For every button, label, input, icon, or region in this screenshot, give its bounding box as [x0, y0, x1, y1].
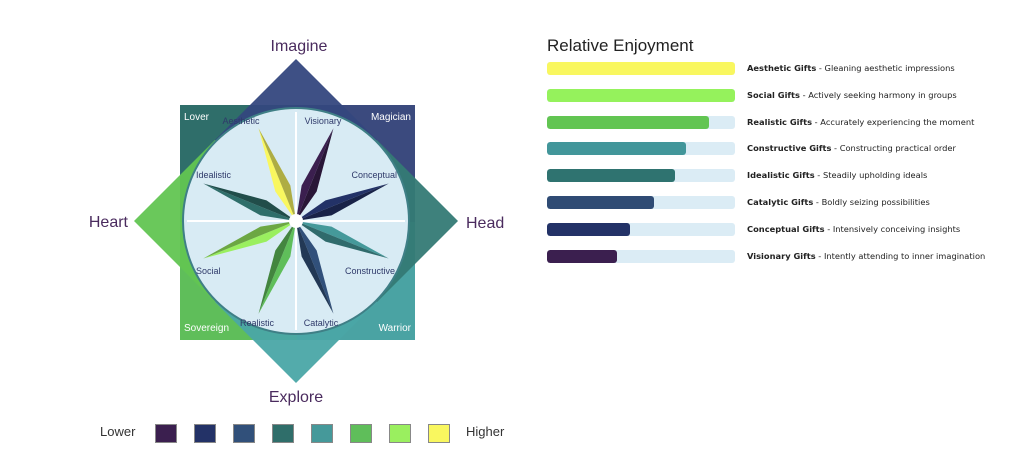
enjoyment-bar-track — [547, 88, 735, 102]
enjoyment-label: Realistic Gifts - Accurately experiencin… — [747, 116, 974, 129]
legend-swatch — [311, 424, 333, 443]
spike-constructive — [296, 221, 389, 259]
gift-description: - Steadily upholding ideals — [814, 170, 928, 181]
spike-catalytic — [296, 221, 334, 314]
direction-head: Head — [466, 215, 504, 232]
enjoyment-bar-fill — [547, 169, 675, 183]
enjoyment-bar-track — [547, 169, 735, 183]
quadrant-warrior: Warrior — [379, 323, 412, 334]
legend-swatch — [233, 424, 255, 443]
gift-name: Social Gifts — [747, 89, 800, 100]
legend-higher-label: Higher — [466, 424, 505, 439]
gift-description: - Boldly seizing possibilities — [813, 197, 930, 207]
enjoyment-label: Social Gifts - Actively seeking harmony … — [747, 89, 957, 102]
legend-swatch — [194, 424, 216, 443]
gift-name: Visionary Gifts — [747, 250, 816, 261]
gift-label-realistic: Realistic — [240, 318, 275, 328]
gift-description: - Gleaning aesthetic impressions — [816, 63, 955, 73]
quadrant-sovereign: Sovereign — [184, 323, 229, 334]
gift-description: - Intensively conceiving insights — [824, 223, 961, 234]
gift-description: - Intently attending to inner imaginatio… — [815, 250, 986, 261]
direction-heart: Heart — [89, 214, 129, 231]
spike-idealistic — [203, 183, 296, 221]
gift-description: - Accurately experiencing the moment — [812, 116, 975, 127]
enjoyment-bar-fill — [547, 222, 630, 236]
gift-label-aesthetic: Aesthetic — [222, 116, 260, 126]
enjoyment-bar-fill — [547, 62, 735, 75]
gift-label-social: Social — [196, 266, 221, 276]
enjoyment-bar-fill — [547, 196, 655, 209]
enjoyment-label: Idealistic Gifts - Steadily upholding id… — [747, 169, 927, 182]
enjoyment-bar-fill — [547, 88, 735, 102]
enjoyment-label: Conceptual Gifts - Intensively conceivin… — [747, 223, 960, 236]
gift-description: - Constructing practical order — [831, 143, 956, 154]
gift-name: Idealistic Gifts — [747, 170, 815, 181]
enjoyment-bar-track — [547, 62, 735, 75]
enjoyment-bar-track — [547, 249, 735, 263]
gift-name: Constructive Gifts — [747, 143, 832, 154]
enjoyment-label: Catalytic Gifts - Boldly seizing possibi… — [747, 196, 930, 209]
gift-name: Realistic Gifts — [747, 116, 813, 127]
enjoyment-bar-track — [547, 196, 735, 209]
spike-realistic — [258, 221, 296, 314]
enjoyment-label: Aesthetic Gifts - Gleaning aesthetic imp… — [747, 62, 955, 75]
spike-visionary — [296, 128, 334, 221]
spike-conceptual — [296, 183, 389, 221]
gift-name: Aesthetic Gifts — [747, 63, 817, 73]
direction-explore: Explore — [269, 389, 323, 406]
enjoyment-bar-fill — [547, 115, 709, 129]
legend-swatch — [350, 424, 372, 443]
enjoyment-bar-fill — [547, 249, 617, 263]
quadrant-lover: Lover — [184, 112, 210, 123]
legend-swatch — [155, 424, 177, 443]
spike-aesthetic — [258, 128, 296, 221]
gift-name: Catalytic Gifts — [747, 197, 814, 207]
gift-name: Conceptual Gifts — [747, 223, 825, 234]
center-dot — [289, 214, 303, 228]
relative-enjoyment-title: Relative Enjoyment — [547, 36, 694, 55]
enjoyment-bar-track — [547, 222, 735, 236]
gift-label-catalytic: Catalytic — [304, 318, 339, 328]
quadrant-magician: Magician — [371, 112, 411, 123]
enjoyment-bar-track — [547, 142, 735, 156]
legend-lower-label: Lower — [100, 424, 136, 439]
legend-swatch — [272, 424, 294, 443]
enjoyment-label: Constructive Gifts - Constructing practi… — [747, 142, 956, 155]
enjoyment-bar-fill — [547, 142, 687, 156]
legend-swatch — [428, 424, 450, 443]
gift-compass: Aesthetic VisionaryConceptualConstructive… — [89, 38, 504, 406]
gift-label-visionary: Visionary — [305, 116, 342, 126]
gift-label-constructive: Constructive — [345, 266, 395, 276]
enjoyment-label: Visionary Gifts - Intently attending to … — [747, 250, 985, 263]
enjoyment-bar-track — [547, 115, 735, 129]
legend-swatch — [389, 424, 411, 443]
gift-description: - Actively seeking harmony in groups — [799, 89, 957, 100]
spike-social — [203, 221, 296, 259]
gift-label-conceptual: Conceptual — [351, 170, 397, 180]
gift-label-idealistic: Idealistic — [196, 170, 232, 180]
direction-imagine: Imagine — [271, 38, 328, 55]
